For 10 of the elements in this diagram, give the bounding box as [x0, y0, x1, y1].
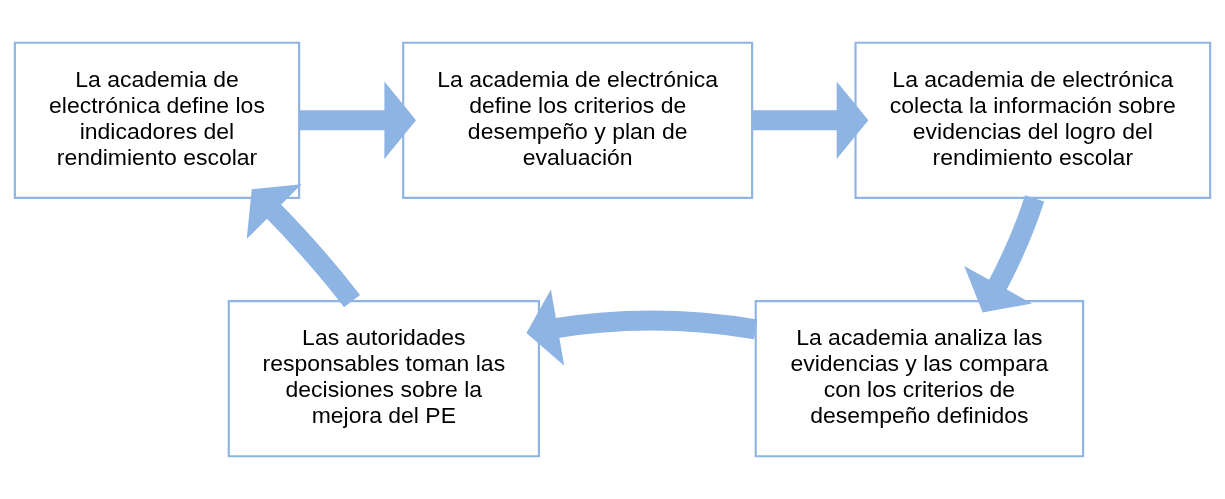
- arrow: [752, 81, 869, 160]
- arrow: [246, 184, 360, 308]
- node-box: La academia de electrónica define los indicadores del rendimiento escolar: [13, 41, 301, 199]
- arrow: [299, 81, 416, 160]
- arrow: [526, 289, 758, 366]
- node-box: La academia de electrónica define los criterios de desempeño y plan de evaluación: [402, 41, 754, 199]
- node-box: Las autoridades responsables toman las decisiones sobre la mejora del PE: [227, 300, 540, 458]
- node-box: La academia analiza las evidencias y las compara con los criterios de desempeño definidos: [754, 300, 1085, 458]
- arrow: [964, 195, 1045, 313]
- node-box: La academia de electrónica colecta la información sobre evidencias del logro del rendimiento escolar: [854, 41, 1212, 199]
